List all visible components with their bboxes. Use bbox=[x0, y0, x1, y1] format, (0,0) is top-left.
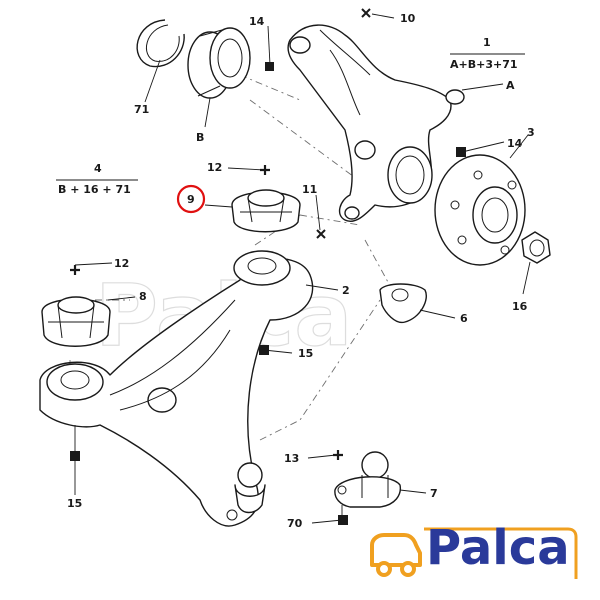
palca-logo bbox=[370, 527, 578, 579]
kit-1-number: 1 bbox=[483, 36, 491, 49]
callout-14a: 14 bbox=[249, 15, 265, 28]
plus-marker-13 bbox=[333, 450, 343, 460]
callout-8: 8 bbox=[139, 290, 147, 303]
palca-logo-text: Palca bbox=[426, 520, 570, 576]
link-bracket bbox=[379, 283, 427, 324]
bush-9 bbox=[231, 189, 301, 233]
star-marker-11 bbox=[316, 229, 326, 239]
callout-11: 11 bbox=[302, 183, 317, 196]
callout-15a: 15 bbox=[298, 347, 313, 360]
square-marker-15b bbox=[70, 451, 80, 461]
steering-knuckle bbox=[287, 24, 465, 222]
callout-12b: 12 bbox=[114, 257, 129, 270]
lower-control-arm bbox=[39, 250, 314, 527]
bush-8 bbox=[41, 296, 111, 347]
callout-12a: 12 bbox=[207, 161, 222, 174]
hub-nut bbox=[521, 231, 551, 264]
callout-14b: 14 bbox=[507, 137, 523, 150]
callout-16: 16 bbox=[512, 300, 528, 313]
plus-marker-12a bbox=[260, 165, 270, 175]
callout-13: 13 bbox=[284, 452, 299, 465]
kit-1-formula: A+B+3+71 bbox=[450, 58, 518, 71]
callout-6: 6 bbox=[460, 312, 468, 325]
callout-10: 10 bbox=[400, 12, 416, 25]
wheel-hub bbox=[434, 154, 526, 266]
callout-markers bbox=[70, 8, 466, 525]
callout-A: A bbox=[506, 79, 515, 92]
square-marker-70 bbox=[338, 515, 348, 525]
square-marker-15a bbox=[259, 345, 269, 355]
callout-9: 9 bbox=[187, 193, 195, 206]
kit-4-formula: B + 16 + 71 bbox=[58, 183, 131, 196]
callout-70: 70 bbox=[287, 517, 303, 530]
callout-15b: 15 bbox=[67, 497, 82, 510]
callout-3: 3 bbox=[527, 126, 535, 139]
square-marker-14b bbox=[456, 147, 466, 157]
callout-7: 7 bbox=[430, 487, 438, 500]
callout-71: 71 bbox=[134, 103, 149, 116]
snap-ring bbox=[136, 19, 185, 68]
callout-2: 2 bbox=[342, 284, 350, 297]
highlight-ring-9 bbox=[176, 184, 206, 214]
star-marker-10 bbox=[361, 8, 371, 18]
callout-labels: 10 14 71 B A 14 3 12 9 11 12 8 2 6 16 15… bbox=[58, 12, 535, 530]
ball-joint bbox=[334, 451, 402, 508]
kit-4-number: 4 bbox=[94, 162, 102, 175]
logo-frame bbox=[424, 527, 578, 579]
van-icon bbox=[370, 533, 422, 577]
callout-B: B bbox=[196, 131, 204, 144]
wheel-bearing bbox=[187, 27, 251, 99]
square-marker-14a bbox=[265, 62, 274, 71]
plus-marker-12b bbox=[70, 265, 80, 275]
